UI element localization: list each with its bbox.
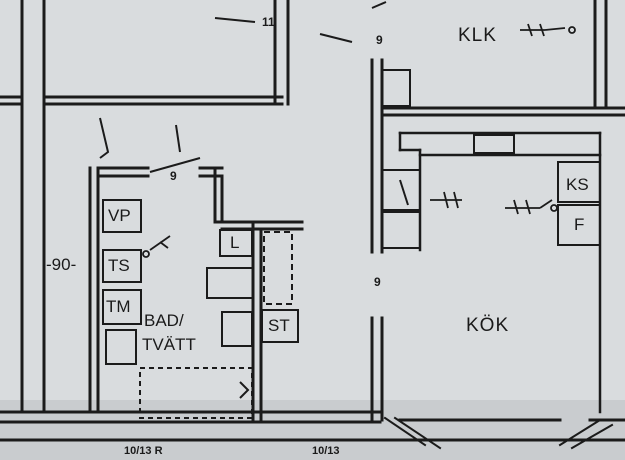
switch-kitchen-right-dot xyxy=(550,204,558,212)
fixtures xyxy=(102,69,601,419)
door-swing-upper xyxy=(319,33,353,43)
kitchen-lower-box xyxy=(381,211,421,249)
stove-mark xyxy=(399,179,409,206)
left-outer-wall xyxy=(20,0,46,414)
bay-window-lines xyxy=(383,416,614,450)
fixture-label-l: L xyxy=(230,233,240,252)
kitchen-counter-box xyxy=(473,134,515,154)
dashed-washer-area xyxy=(139,367,253,419)
room-label-kok: KÖK xyxy=(466,315,510,336)
door-swing-corner xyxy=(371,1,387,9)
dimension-90: -90- xyxy=(46,255,77,274)
fixture-box-sink xyxy=(105,329,137,365)
door-stop-bad xyxy=(239,381,250,399)
door-number-9-top: 9 xyxy=(376,33,383,47)
fixture-box-ks xyxy=(557,161,601,203)
door-stop-left xyxy=(99,117,110,159)
room-label-klk: KLK xyxy=(458,25,497,46)
fixture-box-f xyxy=(557,204,601,246)
fixture-box-vp xyxy=(102,199,142,233)
fixture-box-mid xyxy=(206,267,254,299)
door-swing-bad xyxy=(149,157,201,173)
fixture-label-tm: TM xyxy=(106,297,131,316)
fixture-box-st xyxy=(261,309,299,343)
bottom-wall xyxy=(0,410,625,442)
fixture-label-st: ST xyxy=(268,316,290,335)
fixture-label-vp: VP xyxy=(108,206,131,225)
room-label-tvatt: TVÄTT xyxy=(142,335,196,354)
window-label-right: 10/13 xyxy=(312,445,340,457)
upper-left-wall xyxy=(0,95,284,106)
fixture-label-f: F xyxy=(574,215,585,234)
door-number-9-mid: 9 xyxy=(374,275,381,289)
corridor-cabinet xyxy=(381,69,411,107)
door-swings xyxy=(99,1,387,399)
fixture-box-low xyxy=(221,311,253,347)
fixture-label-ks: KS xyxy=(566,175,589,194)
upper-center-wall xyxy=(273,0,290,106)
upper-right-wall xyxy=(383,0,625,117)
switch-symbols xyxy=(142,23,576,258)
fixture-label-ts: TS xyxy=(108,256,130,275)
kitchen-stove-box xyxy=(381,169,421,211)
switch-klk xyxy=(520,23,566,37)
door-number-9-bad: 9 xyxy=(170,169,177,183)
fixture-box-ts xyxy=(102,249,142,283)
bathroom-left-wall xyxy=(88,166,100,414)
switch-kitchen-left xyxy=(430,191,462,209)
switch-bad xyxy=(149,235,171,251)
paper-shadow-band xyxy=(0,400,625,460)
room-label-bad: BAD/ xyxy=(144,311,184,330)
door-number-11: 11 xyxy=(262,15,275,29)
switch-klk-dot xyxy=(568,26,576,34)
fixture-box-l xyxy=(219,229,253,257)
dashed-shower xyxy=(263,231,293,305)
window-label-left: 10/13 R xyxy=(124,445,163,457)
door-swing-top xyxy=(214,17,256,23)
switch-bad-dot xyxy=(142,250,150,258)
switch-kitchen-right xyxy=(505,199,553,215)
door-swing-bad-stub xyxy=(175,124,181,153)
fixture-box-tm xyxy=(102,289,142,325)
